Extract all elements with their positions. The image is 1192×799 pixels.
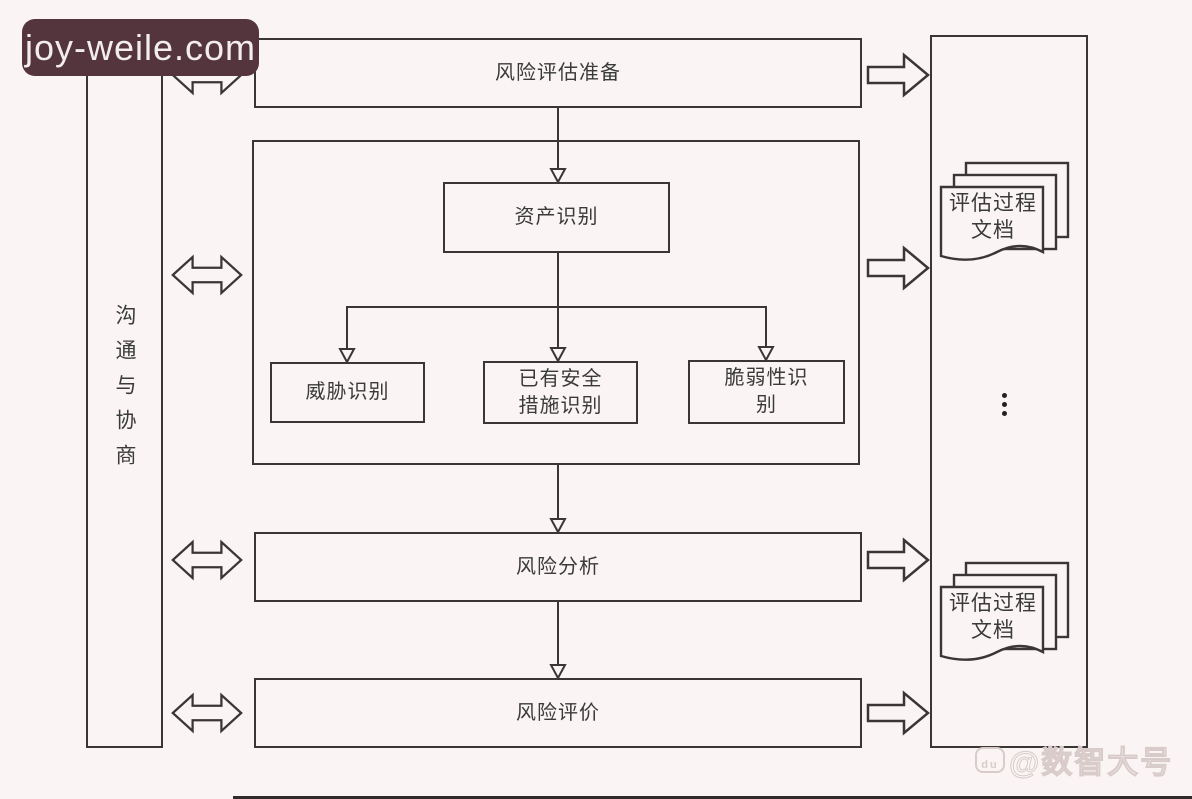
down-arrow-icon: [549, 602, 567, 681]
document-stack-icon: 评估过程 文档: [938, 560, 1078, 676]
doc-bottom-line2: 文档: [971, 619, 1015, 642]
baidu-logo-text: du: [981, 758, 999, 771]
step-preparation: 风险评估准备: [254, 38, 862, 108]
step-existing-label: 已有安全 措施识别: [519, 366, 603, 420]
step-threat-label: 威胁识别: [305, 381, 390, 403]
bottom-border-line: [233, 796, 1192, 799]
step-existing-line1: 已有安全: [518, 367, 603, 390]
double-arrow-icon: [171, 254, 243, 296]
doc-bottom-line1: 评估过程: [949, 592, 1037, 615]
doc-page-front: [939, 185, 1045, 261]
step-vulnerability-line2: 别: [756, 394, 777, 416]
communication-label: 沟通与协商: [113, 304, 136, 479]
step-evaluation-label: 风险评价: [516, 701, 600, 724]
step-existing-controls-identification: 已有安全 措施识别: [483, 361, 638, 424]
right-arrow-icon: [866, 245, 930, 291]
doc-top-label: 评估过程 文档: [938, 190, 1048, 244]
site-watermark-label: joy-weile.com: [24, 26, 257, 68]
double-arrow-icon: [171, 539, 243, 581]
step-vulnerability-identification: 脆弱性识 别: [688, 360, 845, 424]
step-vulnerability-line1: 脆弱性识: [724, 367, 809, 389]
step-existing-line2: 措施识别: [518, 394, 603, 417]
right-arrow-icon: [866, 690, 930, 736]
right-arrow-icon: [866, 537, 930, 583]
down-arrow-icon: [549, 465, 567, 535]
identification-container: [252, 140, 860, 465]
step-risk-evaluation: 风险评价: [254, 678, 862, 748]
author-watermark: du @数智大号: [975, 737, 1173, 782]
step-asset-label: 资产识别: [514, 206, 599, 228]
right-arrow-icon: [866, 52, 930, 98]
doc-top-line1: 评估过程: [949, 192, 1037, 215]
doc-page-front: [939, 585, 1045, 661]
communication-panel: 沟通与协商: [86, 35, 163, 748]
double-arrow-icon: [171, 692, 243, 734]
vertical-ellipsis-icon: [1002, 393, 1007, 416]
author-watermark-label: @数智大号: [1008, 745, 1174, 781]
doc-bottom-label: 评估过程 文档: [938, 590, 1048, 644]
step-preparation-label: 风险评估准备: [495, 61, 621, 84]
step-vulnerability-label: 脆弱性识 别: [725, 365, 809, 419]
step-threat-identification: 威胁识别: [270, 362, 425, 423]
baidu-logo-icon: du: [975, 746, 1005, 773]
site-watermark: joy-weile.com: [22, 19, 259, 76]
step-asset-identification: 资产识别: [443, 182, 670, 253]
doc-top-line2: 文档: [971, 219, 1015, 242]
step-analysis-label: 风险分析: [516, 555, 600, 578]
step-risk-analysis: 风险分析: [254, 532, 862, 602]
document-stack-icon: 评估过程 文档: [938, 160, 1078, 276]
